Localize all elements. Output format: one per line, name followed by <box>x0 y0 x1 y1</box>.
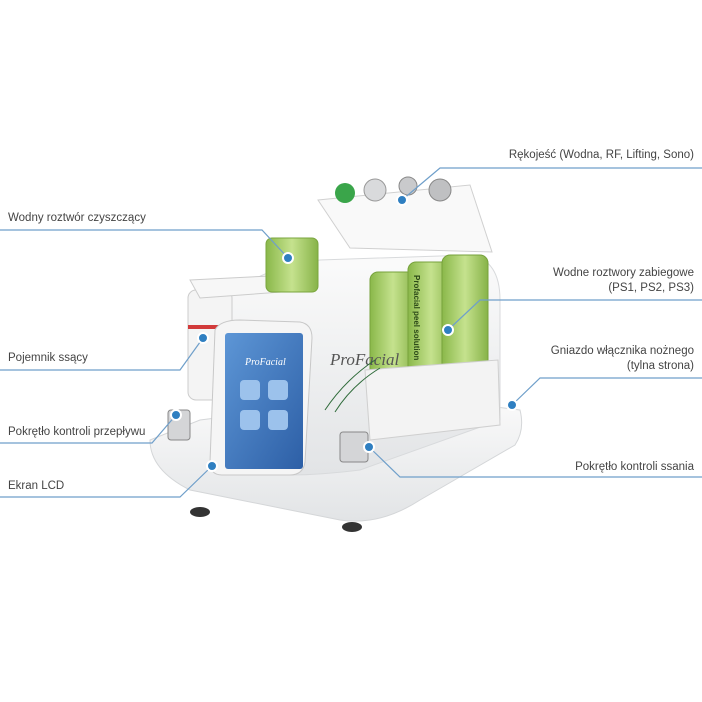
logo-swoosh <box>324 359 381 413</box>
foot <box>342 522 362 532</box>
lcd-screen <box>225 333 303 469</box>
handpiece-rf <box>363 178 387 202</box>
marker-lcd <box>206 460 218 472</box>
handpiece-holder <box>317 184 493 253</box>
label-treatment-solutions: Wodne roztwory zabiegowe (PS1, PS2, PS3) <box>553 266 694 296</box>
label-cleaning-solution: Wodny roztwór czyszczący <box>8 212 146 224</box>
marker-cleaning-solution <box>282 252 294 264</box>
label-suction-container: Pojemnik ssący <box>8 352 88 364</box>
screen-mode-tile <box>268 410 288 430</box>
bottle-label: Profacial peel solution <box>412 275 421 360</box>
marker-flow-knob <box>170 409 182 421</box>
screen-mode-tile <box>240 380 260 400</box>
label-line: (tylna strona) <box>626 360 694 372</box>
label-handpiece: Rękojeść (Wodna, RF, Lifting, Sono) <box>508 149 694 161</box>
marker-footswitch-socket <box>506 399 518 411</box>
label-lcd-screen: Ekran LCD <box>8 480 65 492</box>
label-footswitch-socket: Gniazdo włącznika nożnego (tylna strona) <box>551 344 694 374</box>
marker-handpiece <box>396 194 408 206</box>
label-line: Gniazdo włącznika nożnego <box>550 345 694 357</box>
label-line: (PS1, PS2, PS3) <box>608 282 694 294</box>
bottle-holder <box>364 359 501 441</box>
screen-mode-tile <box>268 380 288 400</box>
label-suction-knob: Pokrętło kontroli ssania <box>575 461 694 473</box>
handpiece-lifting <box>398 176 418 196</box>
markers <box>170 194 518 472</box>
screen-mode-tile <box>240 410 260 430</box>
marker-suction-container <box>197 332 209 344</box>
screen-logo: ProFacial <box>244 357 286 368</box>
marker-treatment-solutions <box>442 324 454 336</box>
label-flow-knob: Pokrętło kontroli przepływu <box>8 426 146 438</box>
handpiece-sono <box>428 178 452 202</box>
foot <box>190 507 210 517</box>
leader-lines <box>0 167 702 498</box>
marker-suction-knob <box>363 441 375 453</box>
container-red-band <box>188 325 232 329</box>
cleaning-solution-bottle <box>265 237 319 293</box>
handpiece-aqua <box>335 183 355 203</box>
label-line: Wodne roztwory zabiegowe <box>552 267 694 279</box>
device-logo: ProFacial <box>329 350 400 369</box>
